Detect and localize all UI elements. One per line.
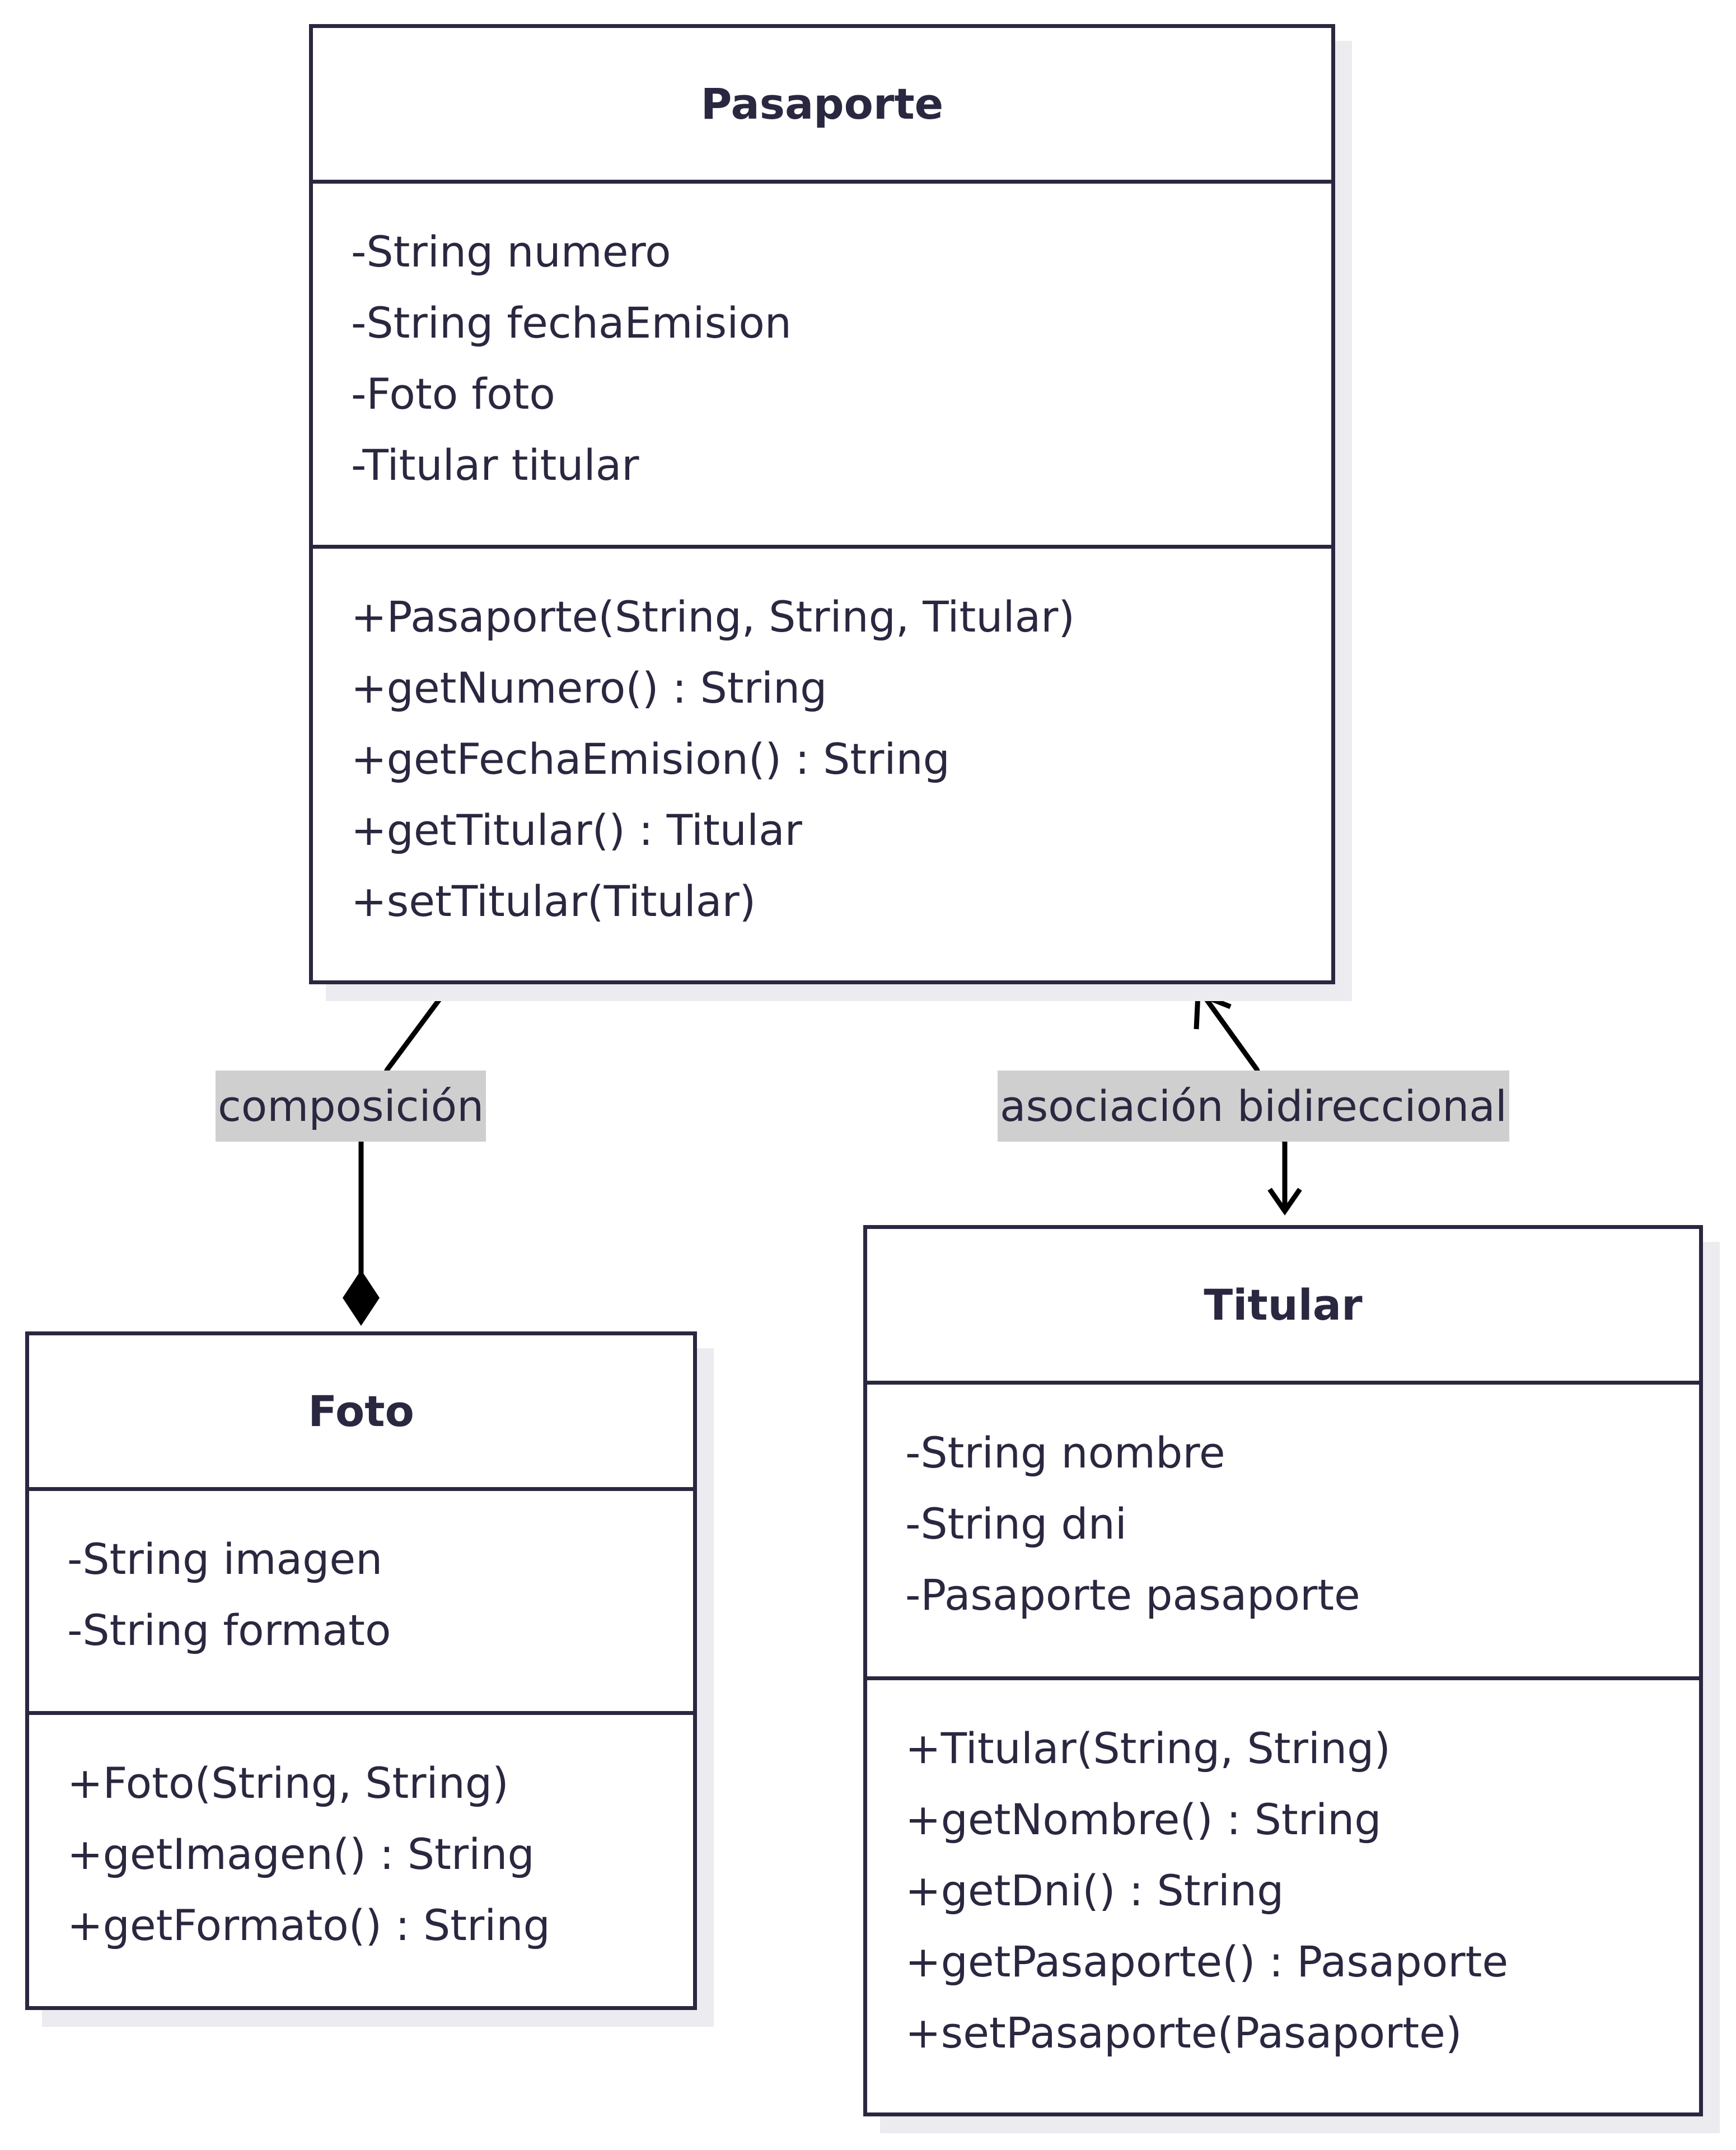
method: +getNumero() : String [351,663,827,713]
method: +getNombre() : String [905,1794,1382,1844]
class-pasaporte[interactable]: Pasaporte -String numero -String fechaEm… [309,24,1335,984]
methods-section: +Pasaporte(String, String, Titular) +get… [313,549,1331,937]
attribute: -Titular titular [351,440,639,490]
method: +getFechaEmision() : String [351,734,950,784]
attribute: -String formato [67,1605,391,1655]
method: +getImagen() : String [67,1829,535,1879]
arrowhead-down-icon [1267,1188,1302,1216]
class-titular[interactable]: Titular -String nombre -String dni -Pasa… [863,1225,1703,2116]
method: +setTitular(Titular) [351,876,756,926]
methods-section: +Titular(String, String) +getNombre() : … [867,1680,1699,2068]
class-name: Titular [867,1229,1699,1385]
method: +getTitular() : Titular [351,805,802,855]
attribute: -String nombre [905,1428,1225,1478]
method: +Titular(String, String) [905,1723,1391,1773]
method: +getFormato() : String [67,1900,550,1950]
method: +Foto(String, String) [67,1758,509,1808]
attributes-section: -String imagen -String formato [29,1491,693,1715]
class-name: Foto [29,1335,693,1491]
composition-label: composición [216,1071,486,1142]
attribute: -String numero [351,227,671,277]
attribute: -Pasaporte pasaporte [905,1570,1360,1620]
composition-diamond-icon [343,1270,380,1326]
method: +getDni() : String [905,1866,1284,1915]
attribute: -String fechaEmision [351,298,792,348]
attribute: -String dni [905,1499,1127,1549]
class-foto[interactable]: Foto -String imagen -String formato +Fot… [25,1331,697,2010]
method: +getPasaporte() : Pasaporte [905,1937,1509,1987]
method: +setPasaporte(Pasaporte) [905,2008,1462,2058]
class-name: Pasaporte [313,28,1331,184]
methods-section: +Foto(String, String) +getImagen() : Str… [29,1715,693,1961]
arrowhead-up-icon [1194,990,1232,1030]
attributes-section: -String nombre -String dni -Pasaporte pa… [867,1385,1699,1680]
attribute: -String imagen [67,1534,383,1584]
method: +Pasaporte(String, String, Titular) [351,592,1075,642]
association-label: asociación bidireccional [998,1071,1509,1142]
attribute: -Foto foto [351,369,555,419]
attributes-section: -String numero -String fechaEmision -Fot… [313,184,1331,549]
